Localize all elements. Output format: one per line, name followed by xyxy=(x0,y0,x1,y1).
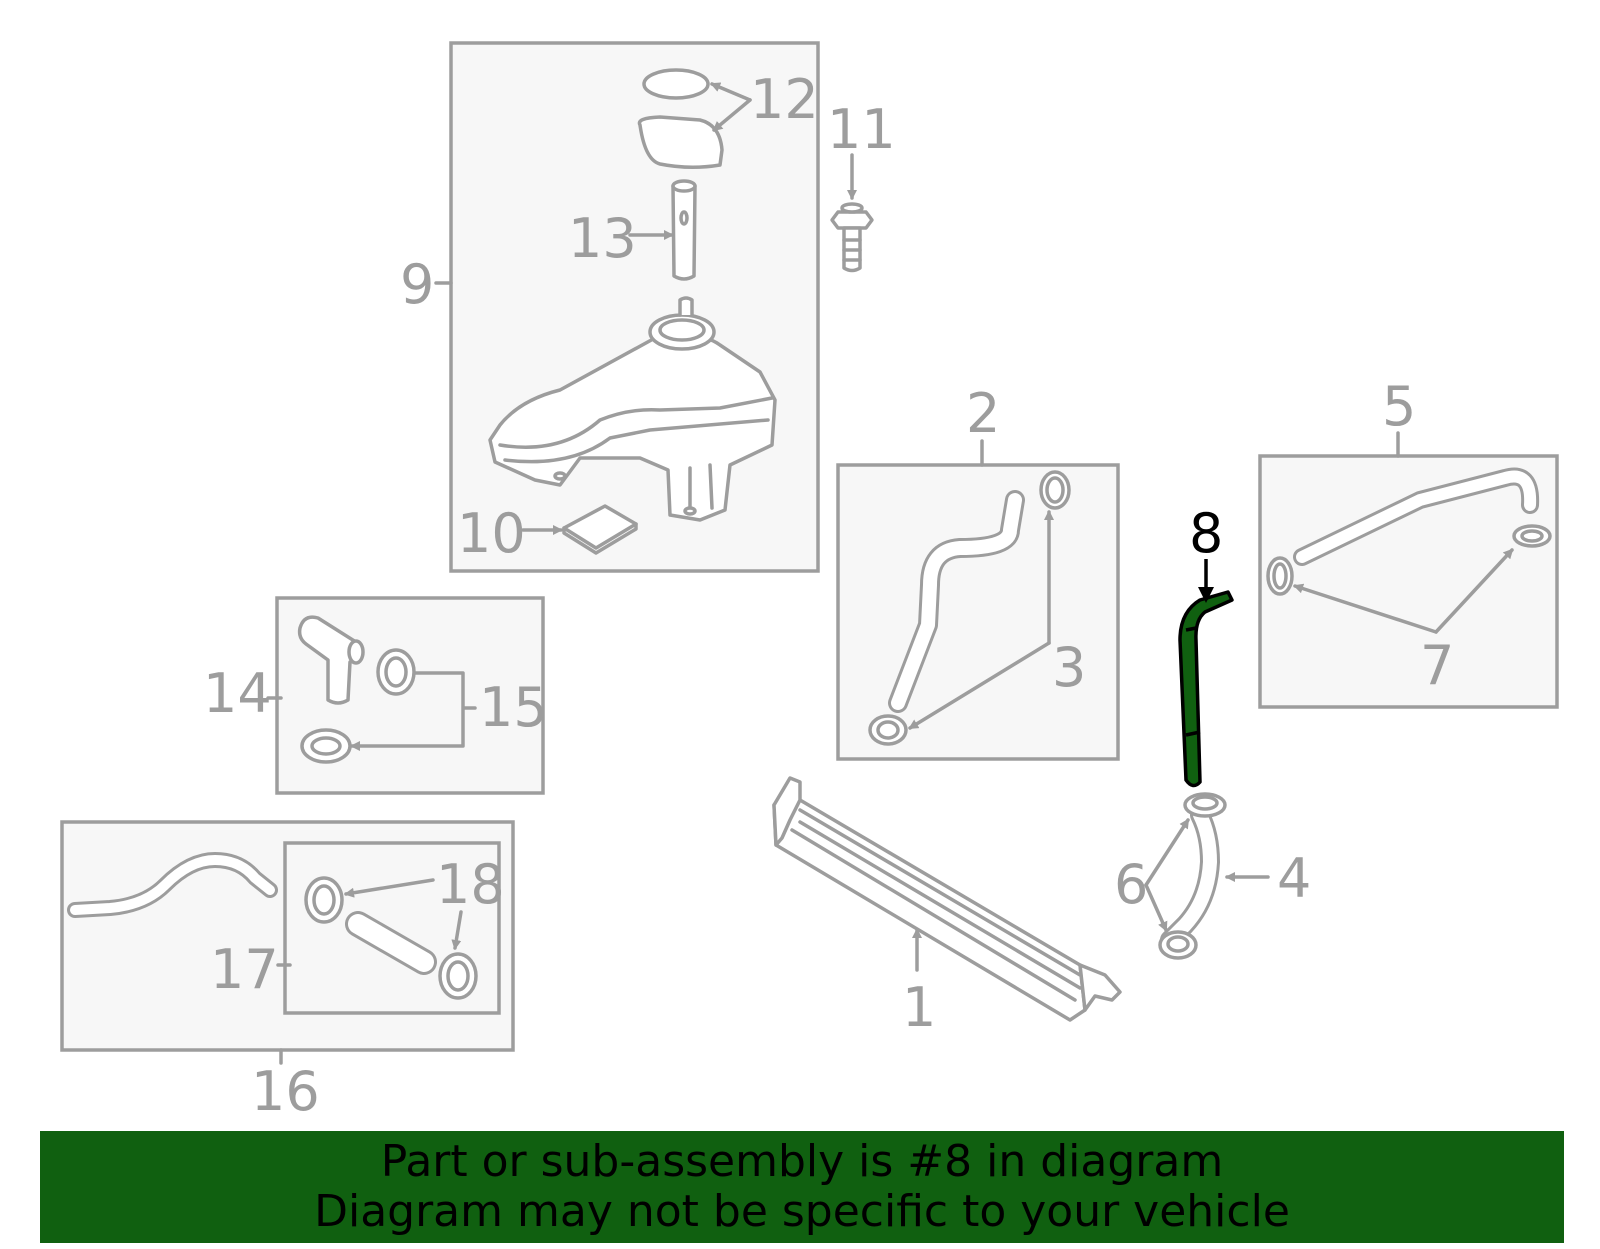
leader-18b xyxy=(451,910,463,950)
tank-ridge xyxy=(498,396,774,449)
callout-17: 17 xyxy=(210,938,279,1001)
connector-clamp-top-inner xyxy=(1191,795,1219,811)
reservoir-assembly-group xyxy=(449,41,820,573)
upper-hose-group xyxy=(836,439,1120,761)
lower-clamp-left-inner xyxy=(1272,562,1288,590)
callout-14: 14 xyxy=(203,662,272,725)
hose-kit-group xyxy=(60,820,515,1065)
filler-pipe-hole xyxy=(679,210,689,226)
upper-hose-inner xyxy=(891,493,1022,710)
callout-4: 4 xyxy=(1277,847,1311,910)
hose-clamp-lower-inner xyxy=(310,736,342,756)
leader-12a xyxy=(710,82,752,102)
t-connector-end xyxy=(347,639,365,665)
bolt-group xyxy=(830,202,874,273)
intercooler-fins xyxy=(790,808,1082,1002)
leader-15 xyxy=(352,671,477,746)
intercooler-tank-right xyxy=(1078,963,1122,1012)
top-leaders xyxy=(434,82,857,535)
tank-mount-hole xyxy=(683,506,697,516)
callout-10: 10 xyxy=(457,502,526,565)
leader-3b xyxy=(908,641,1051,730)
callout-3: 3 xyxy=(1052,636,1086,699)
highlighted-hose[interactable] xyxy=(1178,590,1234,788)
leader-6b xyxy=(1144,883,1168,932)
tank-ridge-lower xyxy=(503,418,770,464)
lower-hose-inner xyxy=(1296,470,1537,563)
callout-15: 15 xyxy=(479,676,548,739)
callout-12: 12 xyxy=(750,68,819,131)
reservoir-cap xyxy=(637,115,724,169)
callout-1: 1 xyxy=(902,976,936,1039)
leader-12b xyxy=(712,98,752,132)
callout-18: 18 xyxy=(436,853,505,916)
leader-7a xyxy=(1293,583,1438,634)
callout-13: 13 xyxy=(568,207,637,270)
callout-8: 8 xyxy=(1189,502,1223,565)
cap-seal-ring xyxy=(642,68,710,100)
connector-hose-inner xyxy=(1163,808,1217,947)
tank-nipple xyxy=(678,296,694,317)
callout-16: 16 xyxy=(251,1060,320,1123)
straight-hose-inner xyxy=(348,914,434,972)
kit-clamp-upper-inner xyxy=(312,884,336,916)
highlighted-hose-group[interactable] xyxy=(1178,559,1234,788)
t-connector xyxy=(297,615,364,705)
callout-6: 6 xyxy=(1114,853,1148,916)
info-banner: Part or sub-assembly is #8 in diagram Di… xyxy=(40,1131,1564,1243)
lower-hose-box xyxy=(1258,454,1559,709)
bent-hose-inner xyxy=(70,855,275,915)
tank-bracket xyxy=(688,463,714,510)
callout-7: 7 xyxy=(1420,634,1454,697)
callout-2: 2 xyxy=(966,382,1000,445)
leader-6a xyxy=(1144,818,1190,887)
bolt-head xyxy=(830,210,874,230)
leader-7b xyxy=(1434,548,1514,634)
tank-neck-inner xyxy=(658,318,706,342)
reservoir-pad-edge xyxy=(562,522,638,555)
intercooler-tank-left xyxy=(772,776,802,847)
connector-hose-group xyxy=(1144,792,1270,960)
bolt-threads xyxy=(842,238,862,262)
leader-18a xyxy=(344,878,435,898)
hose-clamp-upper-inner xyxy=(384,656,408,688)
tank-mount-hole-left xyxy=(553,471,567,481)
lower-clamp-right-inner xyxy=(1520,529,1544,543)
filler-pipe xyxy=(671,184,697,281)
connector-group xyxy=(266,596,545,795)
callout-5: 5 xyxy=(1382,375,1416,438)
highlighted-hose-flange xyxy=(1185,626,1201,737)
intercooler-group xyxy=(772,776,1122,1022)
callout-11: 11 xyxy=(827,98,896,161)
connector-clamp-bottom-inner xyxy=(1166,935,1190,953)
reservoir-box xyxy=(449,41,820,573)
upper-hose-box xyxy=(836,463,1120,761)
banner-line-1: Part or sub-assembly is #8 in diagram xyxy=(380,1136,1224,1187)
upper-clamp-top-inner xyxy=(1045,476,1065,504)
filler-pipe-top xyxy=(671,179,697,193)
callout-9: 9 xyxy=(400,253,434,316)
lower-hose-group xyxy=(1258,431,1559,709)
callout-labels: 1 2 3 4 5 6 7 8 9 10 11 12 13 14 15 16 1… xyxy=(203,68,1454,1123)
kit-clamp-lower-inner xyxy=(446,960,470,992)
banner-line-2: Diagram may not be specific to your vehi… xyxy=(314,1186,1290,1237)
bolt-top xyxy=(840,202,864,214)
upper-clamp-bottom-inner xyxy=(876,720,900,740)
